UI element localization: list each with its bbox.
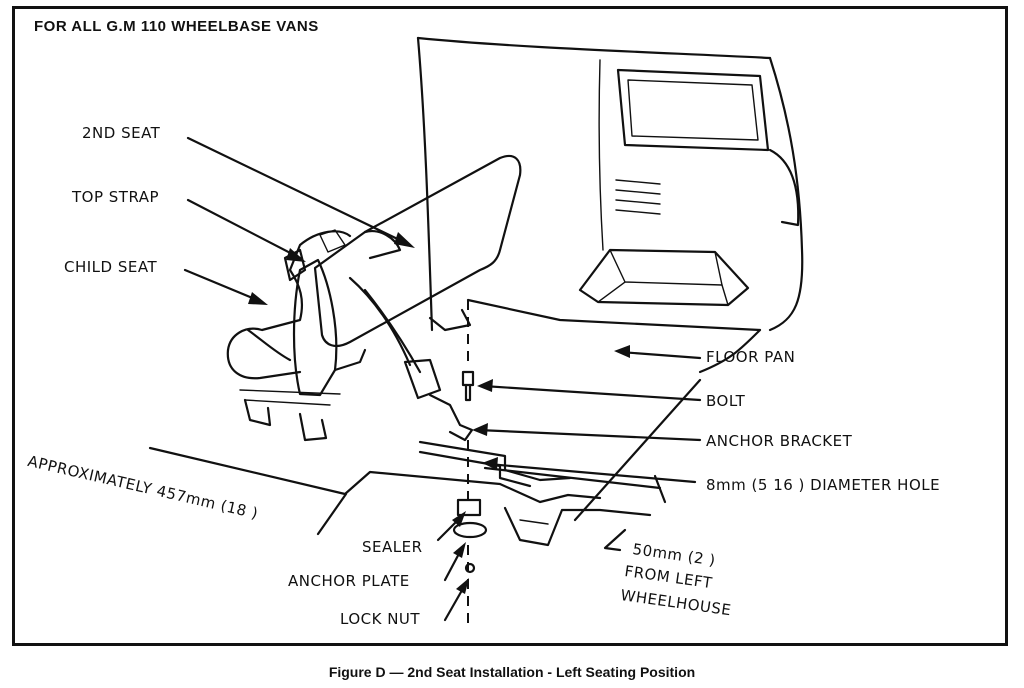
label-lock-nut: LOCK NUT [340, 610, 421, 628]
label-child-seat: CHILD SEAT [64, 258, 158, 276]
floor-pan [148, 440, 652, 547]
dimension-lines [316, 378, 702, 552]
label-sealer: SEALER [362, 538, 423, 556]
figure-caption: Figure D — 2nd Seat Installation - Left … [328, 664, 696, 680]
label-anchor-plate: ANCHOR PLATE [288, 572, 410, 590]
label-bolt: BOLT [706, 392, 746, 410]
label-floor-pan: FLOOR PAN [706, 348, 796, 366]
figure-frame [12, 6, 1008, 646]
leader-lines [183, 136, 702, 622]
figure-title: FOR ALL G.M 110 WHEELBASE VANS [34, 18, 319, 35]
second-seat [239, 154, 522, 442]
label-top-strap: TOP STRAP [72, 188, 160, 206]
van-interior [416, 36, 804, 374]
top-strap [348, 276, 474, 442]
label-diameter-hole: 8mm (5 16 ) DIAMETER HOLE [706, 476, 941, 494]
label-anchor-bracket: ANCHOR BRACKET [706, 432, 853, 450]
hardware-axis [452, 300, 488, 630]
label-second-seat: 2ND SEAT [82, 124, 161, 142]
